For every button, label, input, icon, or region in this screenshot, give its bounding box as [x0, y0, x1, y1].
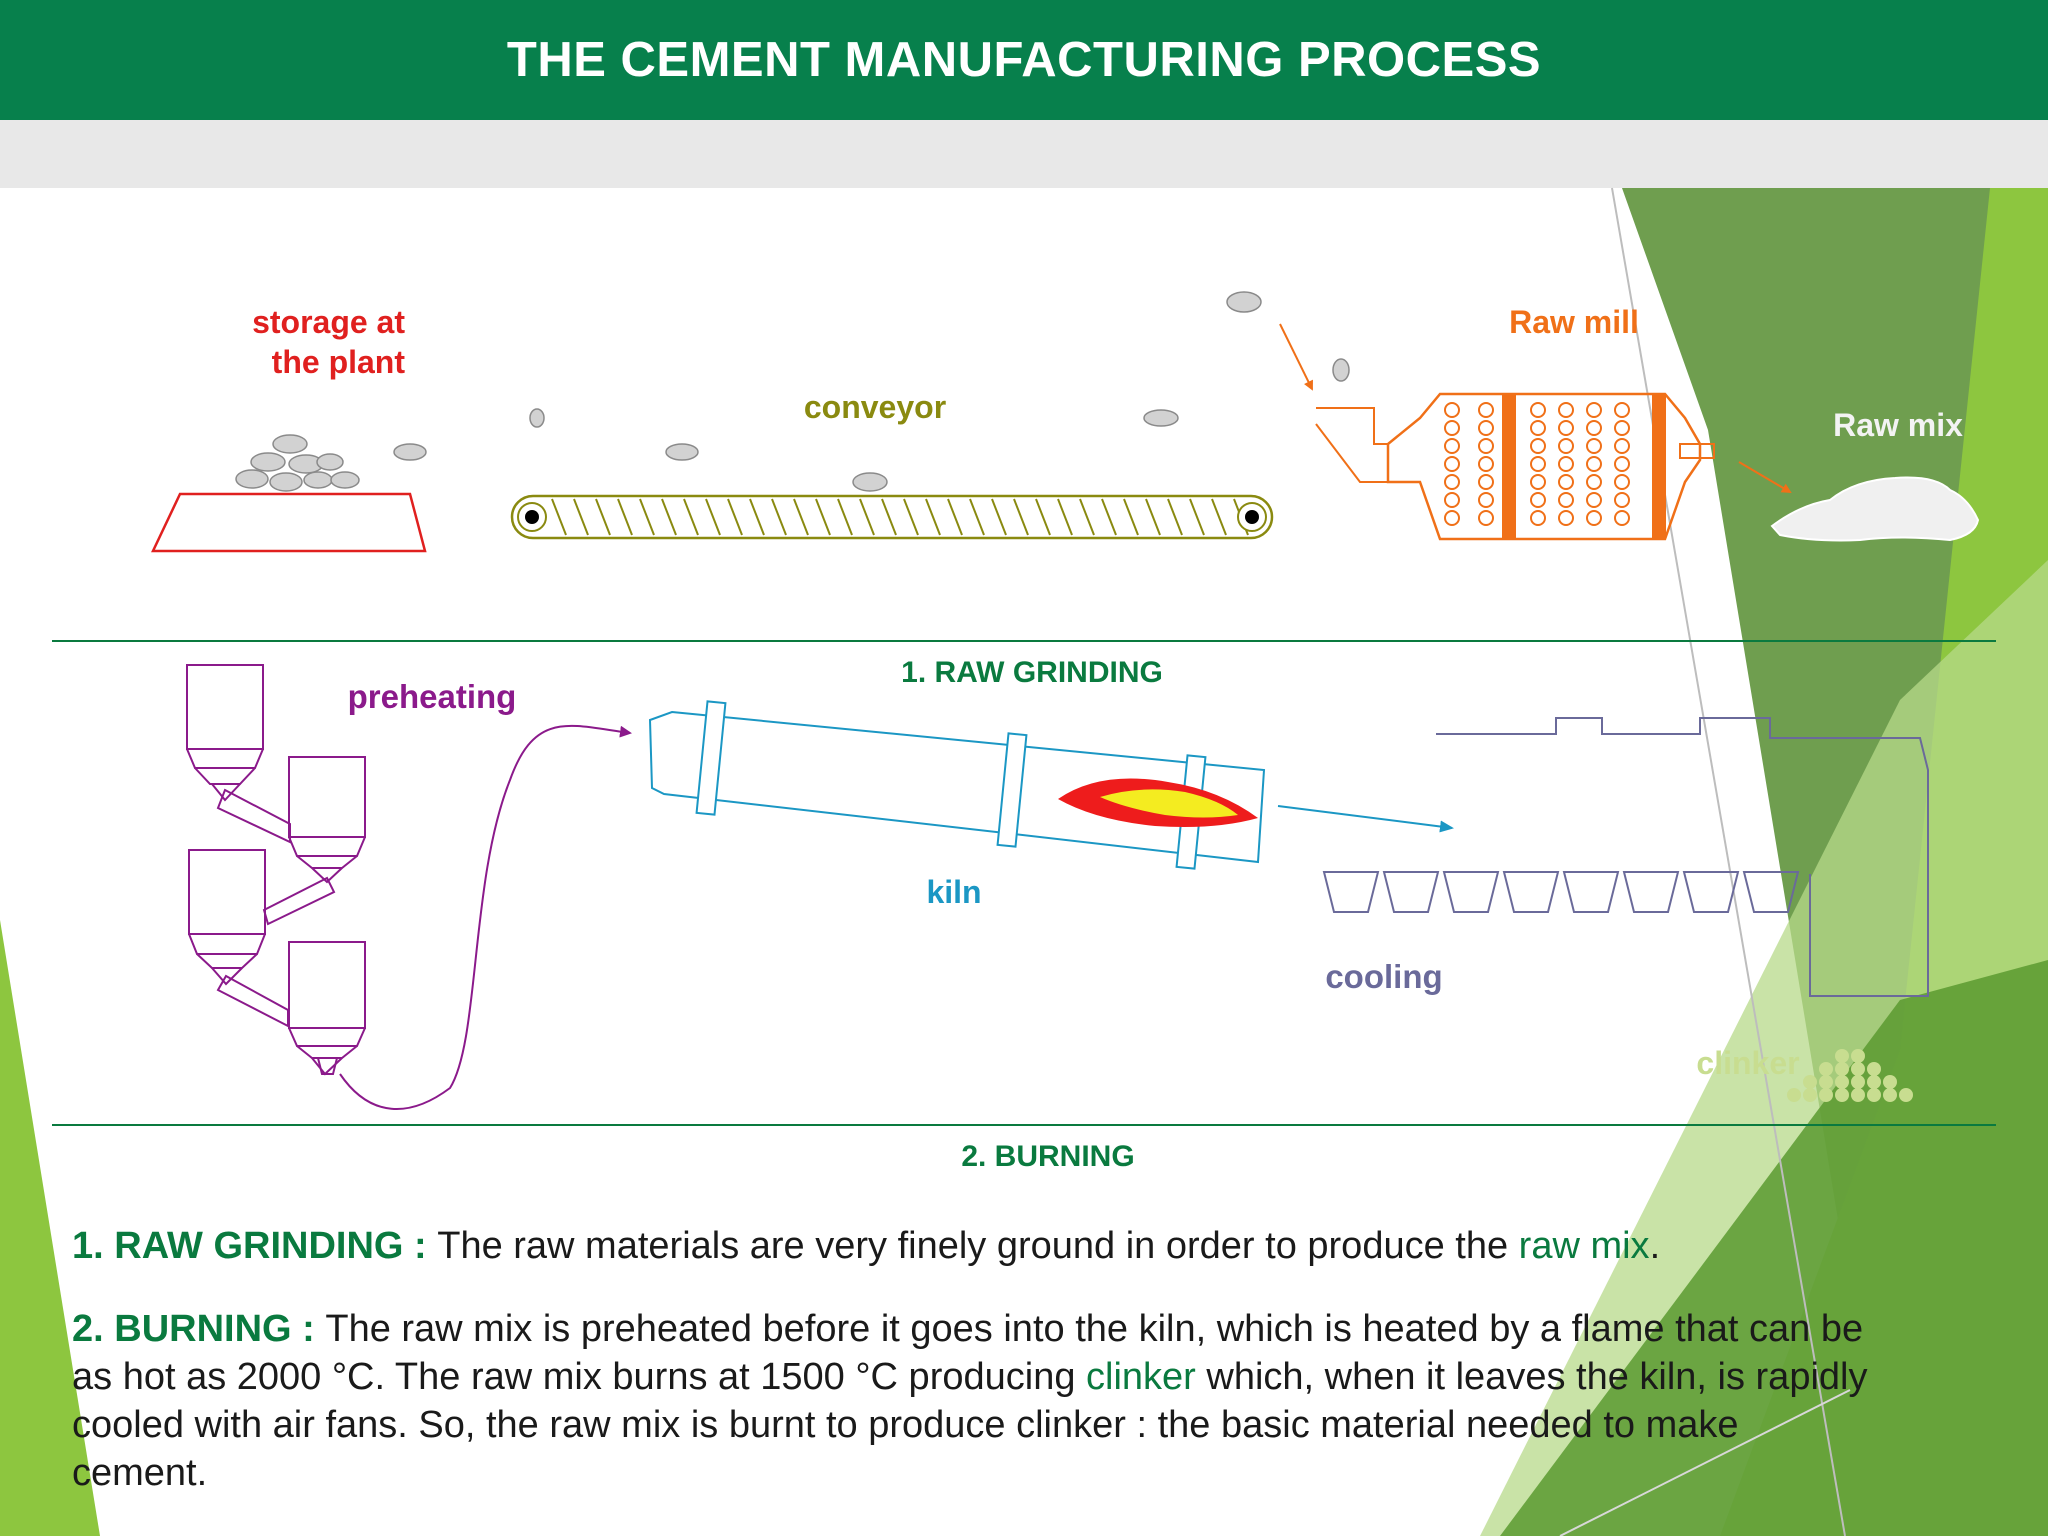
kiln-body [648, 710, 1266, 864]
description-raw-grinding-text: The raw materials are very finely ground… [437, 1225, 1519, 1267]
description-burning: 2. BURNING : The raw mix is preheated be… [72, 1305, 1872, 1497]
section-label-burning: 2. BURNING [961, 1140, 1134, 1173]
raw-mill-divider-2 [1652, 394, 1666, 539]
flame-inner [1100, 789, 1238, 818]
cooler-roof [1436, 717, 1929, 997]
description-raw-grinding-title: 1. RAW GRINDING : [72, 1225, 438, 1267]
page-title: THE CEMENT MANUFACTURING PROCESS [506, 33, 1542, 87]
cooler-grate [1322, 871, 1800, 913]
title-bar: THE CEMENT MANUFACTURING PROCESS [0, 0, 2048, 120]
raw-mill-hopper [1315, 407, 1389, 483]
description-raw-mix-term: raw mix [1518, 1225, 1650, 1267]
description: 1. RAW GRINDING : The raw materials are … [72, 1222, 1872, 1497]
preheater-tower [186, 664, 366, 1076]
description-burning-text: The raw mix is preheated before it goes … [72, 1308, 1864, 1398]
preheater-feed-arrow [339, 724, 632, 1110]
raw-mill-divider-1 [1502, 394, 1516, 539]
kiln-label: kiln [926, 874, 981, 910]
storage-tray [151, 492, 427, 553]
decor-line-2 [1559, 1389, 1851, 1536]
clinker-label: clinker [1696, 1045, 1799, 1081]
kiln [648, 700, 1266, 870]
description-burning-end: which, when it leaves the kiln, is rapid… [72, 1356, 1868, 1494]
description-burning-title: 2. BURNING : [72, 1308, 326, 1350]
conveyor-belt [510, 494, 1274, 540]
raw-mill [1279, 323, 1715, 541]
kiln-exit-arrow [1277, 805, 1454, 833]
decor-shape-left [0, 920, 100, 1536]
storage-label-line-2: the plant [272, 344, 406, 380]
conveyor [510, 291, 1350, 540]
raw-mix-label: Raw mix [1833, 407, 1963, 443]
description-raw-grinding-end: . [1649, 1225, 1661, 1267]
subtitle-bar [0, 120, 2048, 188]
preheating-label: preheating [348, 678, 517, 715]
cooling-label: cooling [1325, 958, 1442, 995]
raw-mill-body [1386, 392, 1702, 541]
description-raw-grinding: 1. RAW GRINDING : The raw materials are … [72, 1222, 1872, 1270]
cooler [1322, 717, 1929, 997]
conveyor-hatching [551, 498, 1249, 536]
kiln-ring-1 [695, 700, 727, 816]
storage-pile [151, 434, 427, 553]
kiln-ring-2 [996, 732, 1028, 848]
conveyor-label: conveyor [804, 389, 946, 425]
storage-label-line-1: storage at [252, 304, 405, 340]
decor-shape-mid [1500, 960, 2048, 1536]
clinker-pile [1787, 1049, 1913, 1102]
raw-mill-balls [1444, 402, 1630, 526]
raw-mix-pile [1770, 476, 1980, 542]
decor-line [1611, 187, 1846, 1536]
raw-mill-label: Raw mill [1509, 304, 1639, 340]
description-clinker-term: clinker [1086, 1356, 1196, 1398]
section-label-raw-grinding: 1. RAW GRINDING [901, 656, 1163, 689]
